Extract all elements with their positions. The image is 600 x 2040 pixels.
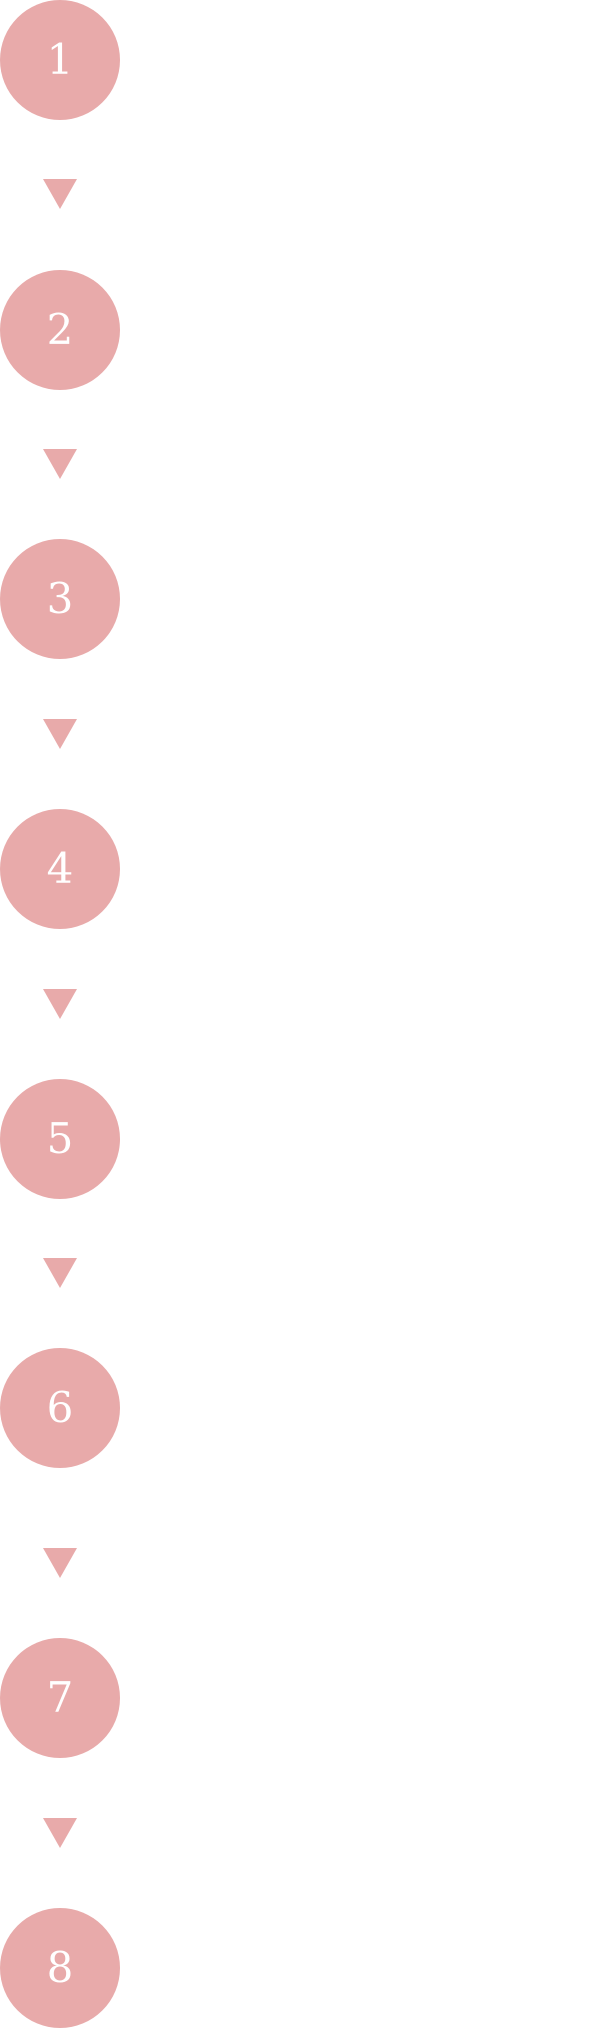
step-4-circle: 4 [0, 809, 120, 929]
triangle-down-icon [43, 449, 77, 479]
step-number: 4 [46, 844, 74, 893]
step-7-circle: 7 [0, 1638, 120, 1758]
triangle-down-icon [43, 719, 77, 749]
triangle-down-icon [43, 1258, 77, 1288]
step-number: 3 [46, 574, 74, 623]
step-8-circle: 8 [0, 1908, 120, 2028]
step-number: 2 [46, 305, 74, 354]
step-1-circle: 1 [0, 0, 120, 120]
step-3-circle: 3 [0, 539, 120, 659]
step-5-circle: 5 [0, 1079, 120, 1199]
step-number: 6 [46, 1383, 74, 1432]
step-2-circle: 2 [0, 270, 120, 390]
triangle-down-icon [43, 179, 77, 209]
triangle-down-icon [43, 1818, 77, 1848]
step-number: 7 [46, 1673, 74, 1722]
step-number: 8 [46, 1943, 74, 1992]
step-number: 1 [46, 35, 74, 84]
triangle-down-icon [43, 989, 77, 1019]
step-number: 5 [46, 1114, 74, 1163]
step-6-circle: 6 [0, 1348, 120, 1468]
triangle-down-icon [43, 1548, 77, 1578]
